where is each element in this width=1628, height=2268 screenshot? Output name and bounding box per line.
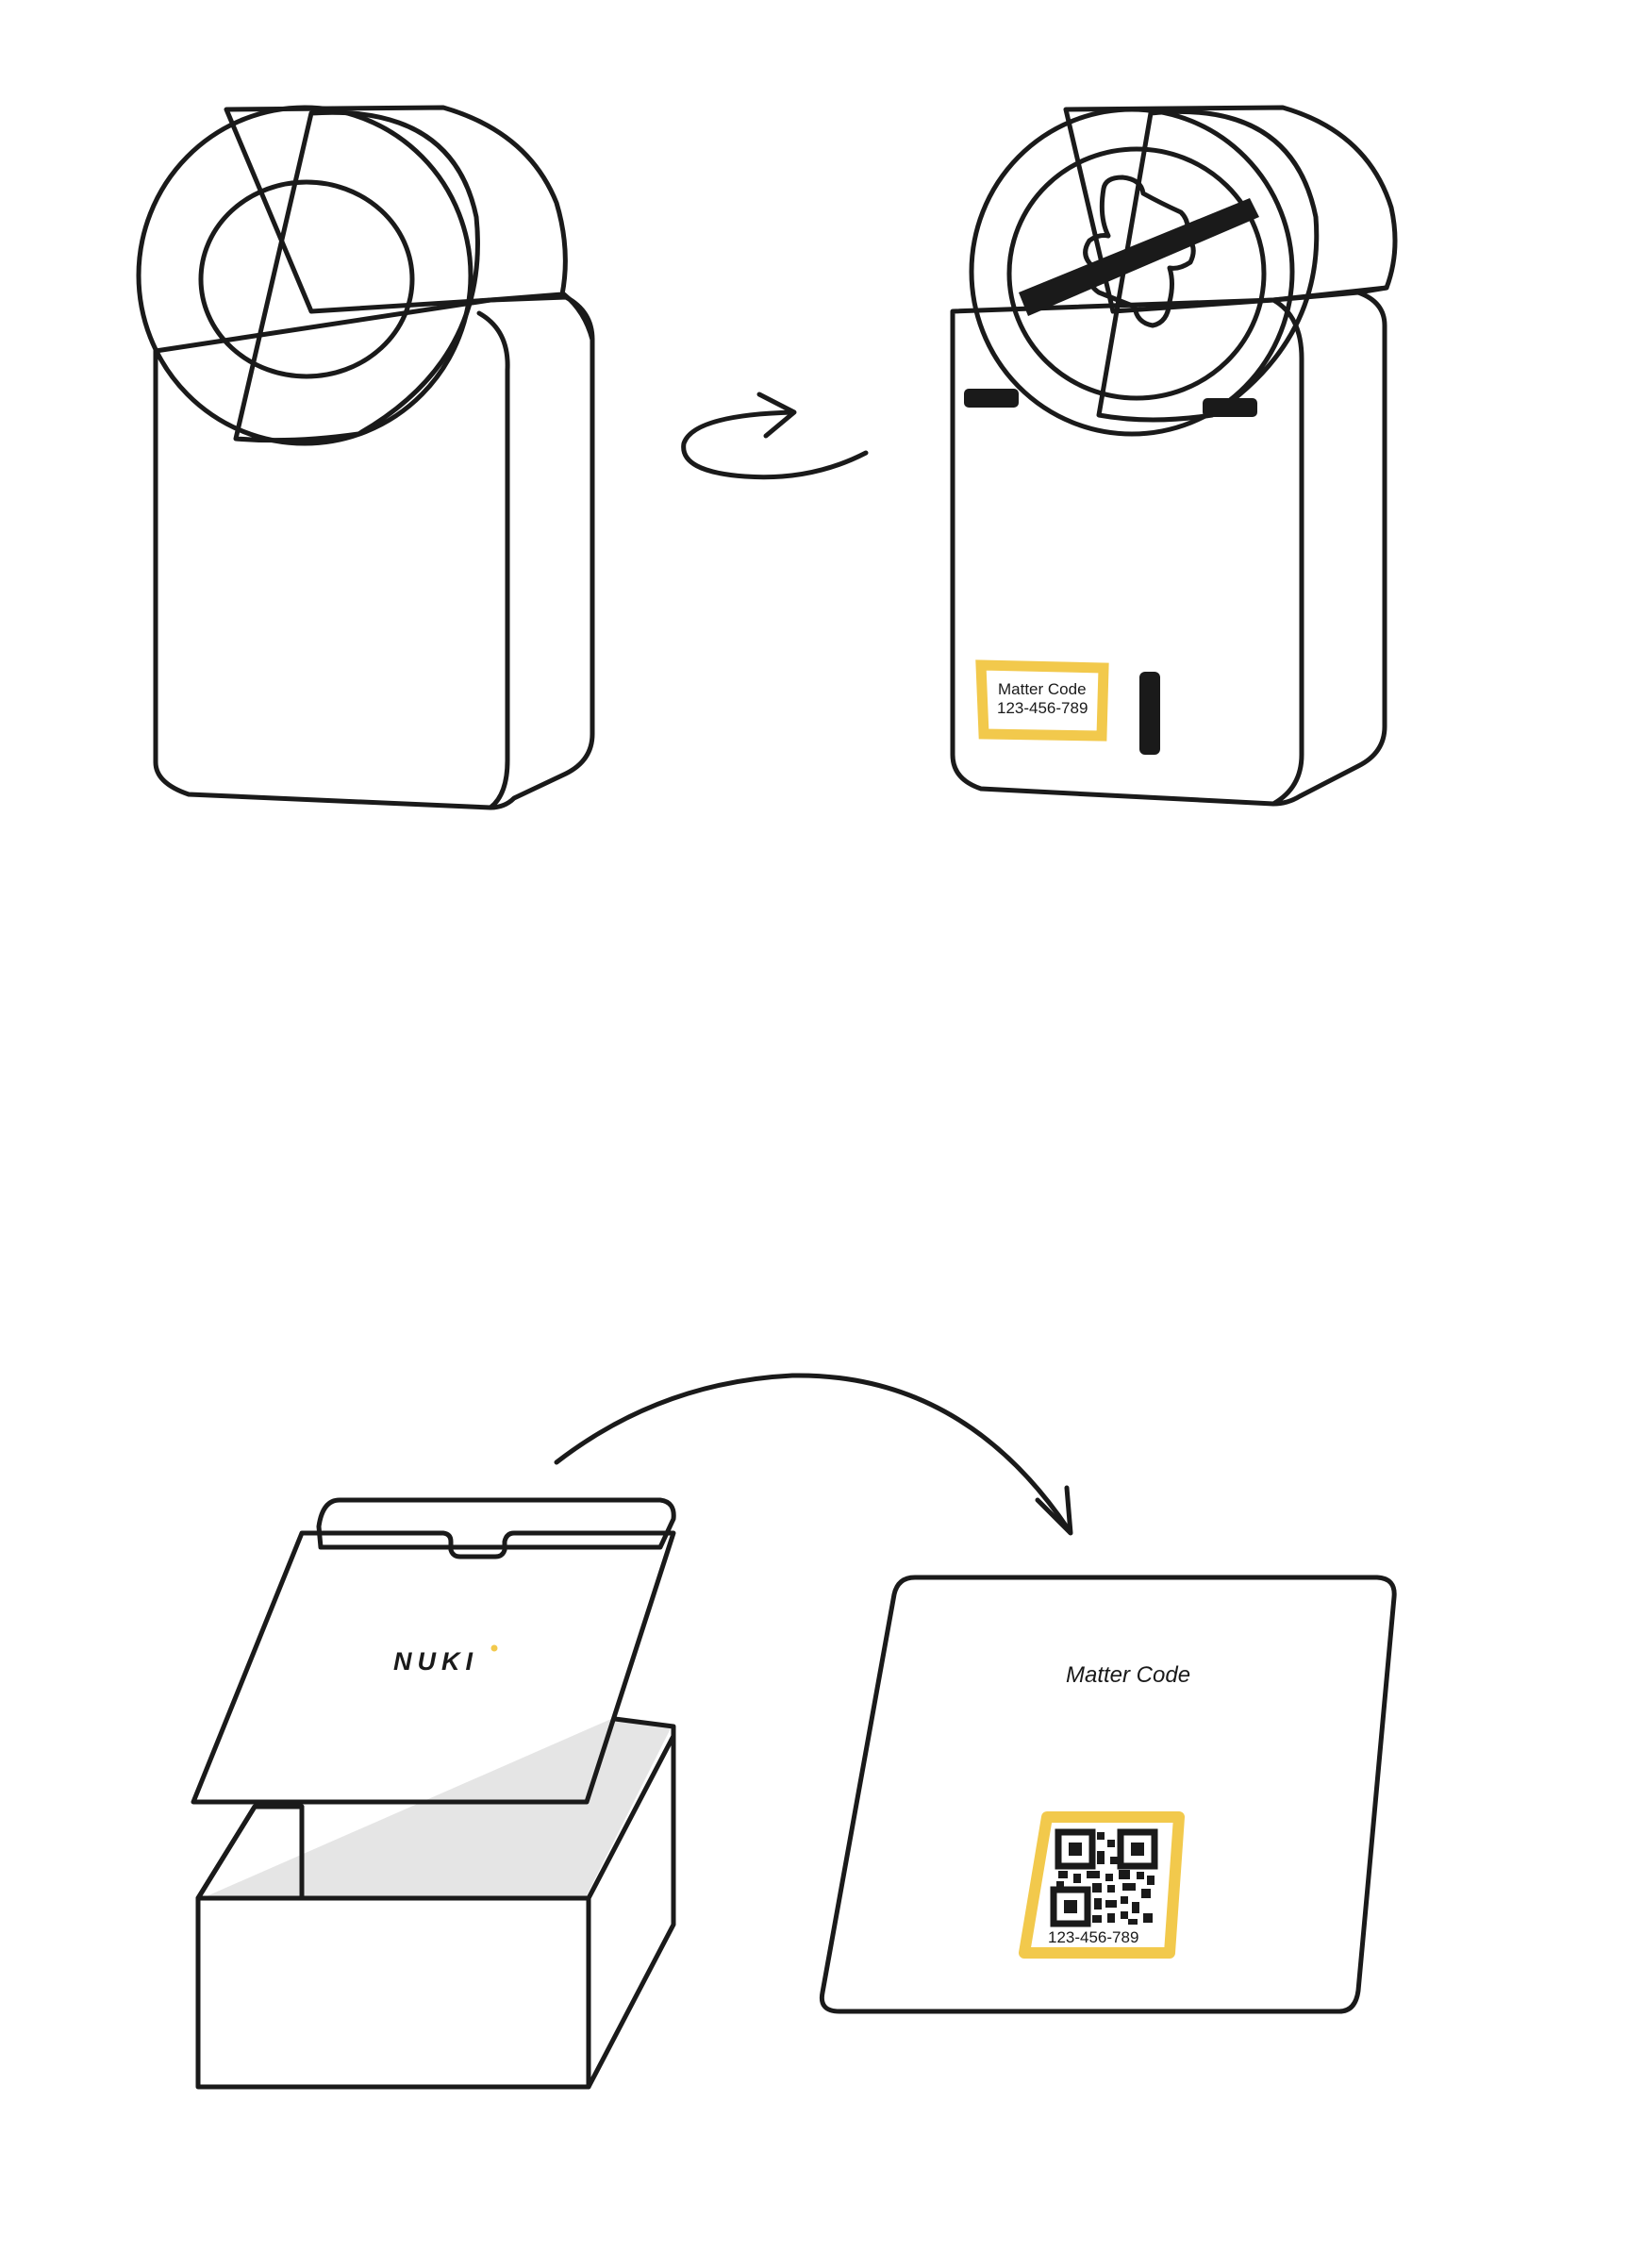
smart-lock-front <box>136 105 595 810</box>
smart-lock-back <box>950 105 1398 807</box>
card-title: Matter Code <box>1066 1662 1190 1688</box>
sticker-code: 123-456-789 <box>997 699 1088 717</box>
nuki-logo-dot <box>490 1644 498 1652</box>
sticker-title: Matter Code <box>998 680 1087 698</box>
rotate-arrow-icon <box>681 392 869 480</box>
qr-code-icon <box>1050 1828 1158 1927</box>
nuki-logo: NUKI <box>393 1647 478 1676</box>
card-code: 123-456-789 <box>1048 1928 1138 1946</box>
nuki-box-lid: NUKI <box>191 1497 676 1805</box>
matter-code-card: Matter Code 123-456-789 <box>819 1575 1397 2014</box>
nuki-box <box>195 1716 676 2090</box>
curved-arrow-icon <box>554 1373 1073 1536</box>
matter-code-sticker: Matter Code 123-456-789 <box>975 659 1109 742</box>
